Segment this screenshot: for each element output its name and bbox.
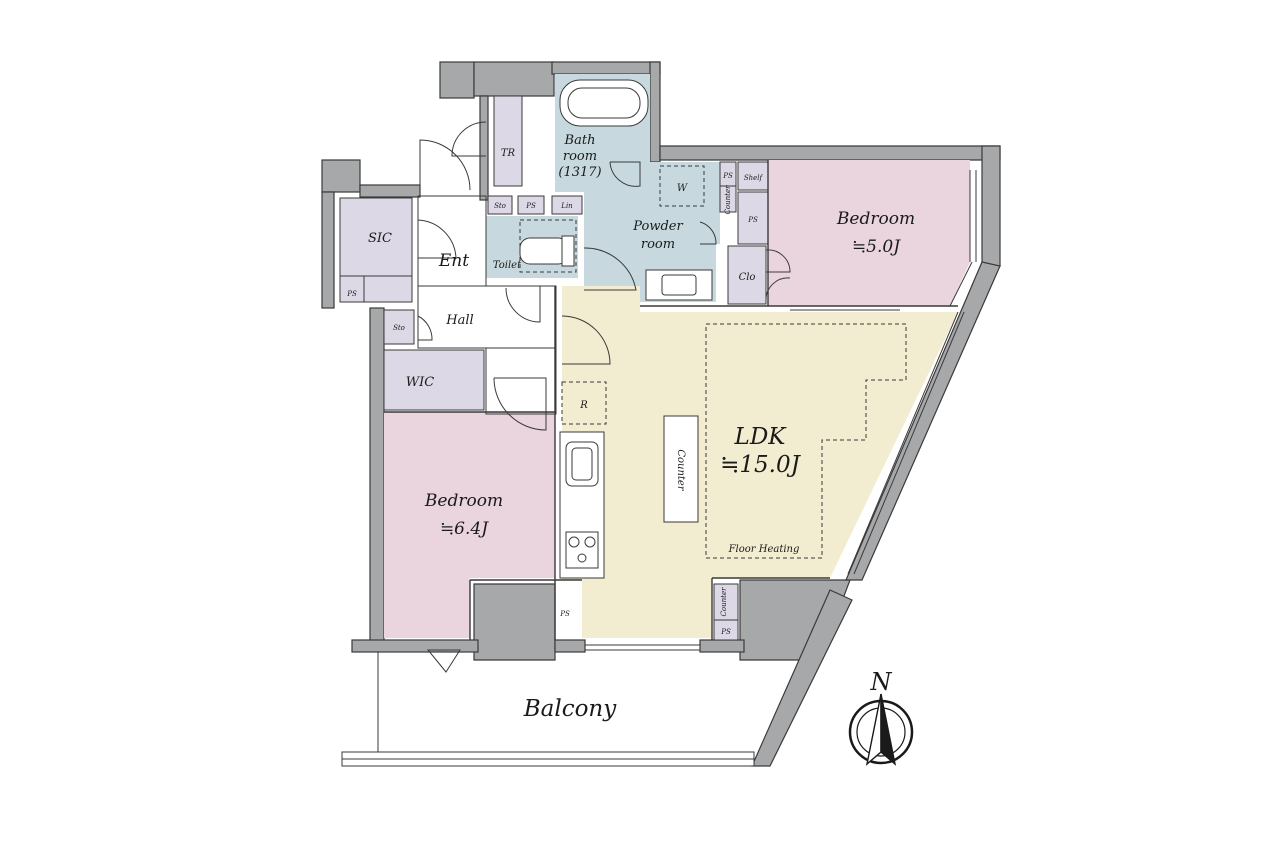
sto-hall-label: Sto — [393, 324, 405, 332]
bathtub-icon — [559, 79, 649, 127]
washer-space — [659, 165, 705, 207]
compass-icon: N — [848, 668, 914, 766]
wic-label: WIC — [406, 375, 434, 390]
entrance-label: Ent — [438, 251, 469, 271]
powder-label-1: Powder — [632, 219, 683, 234]
powder-label-2: room — [641, 237, 675, 252]
bedroom-east-label: Bedroom — [836, 209, 915, 229]
ps-label-1: PS — [346, 290, 357, 298]
bedroom-west-label: Bedroom — [424, 491, 503, 511]
bedroom-west-size: ≒6.4J — [440, 519, 489, 539]
room-fills — [384, 74, 970, 638]
small-counter-label: Counter — [724, 185, 732, 215]
interior-lines — [384, 160, 977, 651]
ps-label-2: PS — [525, 202, 536, 210]
sic-label: SIC — [368, 231, 392, 246]
lin-label: Lin — [560, 202, 573, 210]
balcony — [341, 652, 755, 767]
tr-label: TR — [501, 148, 516, 159]
floor-heating-label: Floor Heating — [728, 544, 800, 555]
shelf-label: Shelf — [744, 174, 764, 182]
doors — [417, 121, 791, 673]
ps-label-5: PS — [720, 628, 731, 636]
toilet-label: Toilet — [493, 260, 522, 271]
stove-icon — [565, 531, 599, 569]
fixtures — [519, 79, 907, 579]
sto-top-label: Sto — [494, 202, 506, 210]
ps-label-6: PS — [722, 172, 733, 180]
balcony-label: Balcony — [523, 696, 618, 722]
storage-blocks — [339, 95, 769, 641]
island-counter — [663, 415, 699, 523]
toilet-icon — [519, 237, 569, 265]
clo-label: Clo — [739, 272, 756, 283]
island-counter-label: Counter — [675, 449, 686, 491]
ps-label-4: PS — [559, 610, 570, 618]
refrigerator-space — [561, 381, 607, 425]
hall-label: Hall — [445, 313, 473, 328]
compass-north-label: N — [870, 668, 893, 696]
bath-label-1: Bath — [564, 133, 596, 148]
ldk-size: ≒15.0J — [720, 452, 801, 478]
bedroom-east-size: ≒5.0J — [852, 237, 901, 257]
refrigerator-label: R — [579, 400, 588, 411]
ldk-label: LDK — [734, 424, 788, 450]
bath-label-3: (1317) — [558, 165, 601, 180]
bath-label-2: room — [563, 149, 597, 164]
washer-label: W — [677, 183, 688, 194]
room-labels: LDK ≒15.0J Bedroom ≒5.0J Bedroom ≒6.4J B… — [346, 133, 915, 722]
floor-heating-zone — [705, 323, 907, 559]
ps-label-3: PS — [747, 216, 758, 224]
side-counter-label: Counter — [720, 587, 728, 617]
kitchen-sink-icon — [565, 441, 599, 487]
